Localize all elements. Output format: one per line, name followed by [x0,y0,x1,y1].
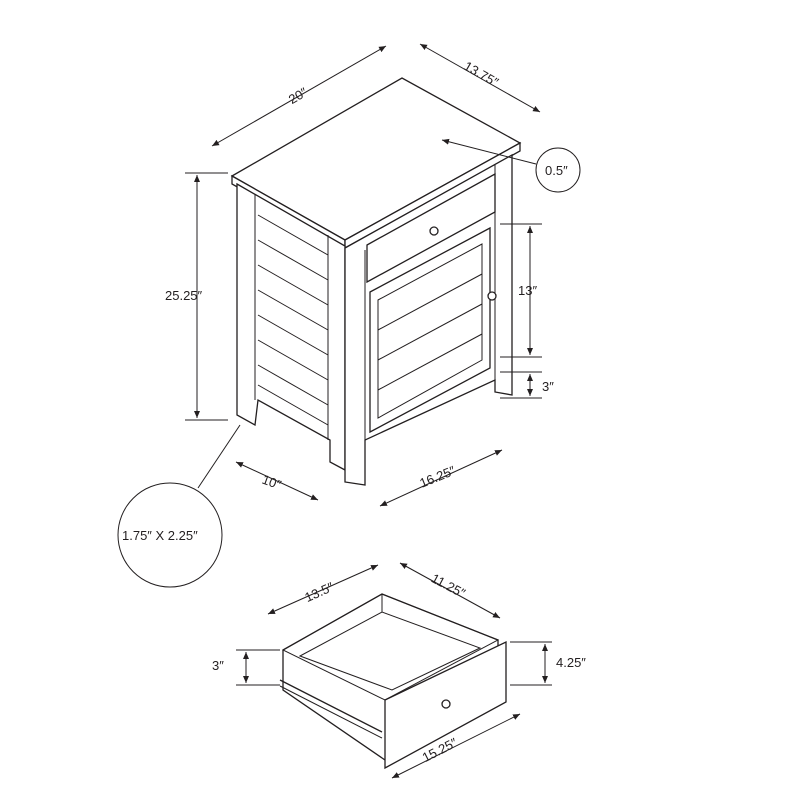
drawer-front-height-label: 4.25″ [556,655,586,670]
top-thickness-label: 0.5″ [545,163,568,178]
cabinet-door [369,226,491,434]
drawer-drawing [279,593,507,770]
drawer-slide [279,679,383,733]
cabinet-drawing [230,77,522,486]
width-label: 20″ [286,84,310,107]
drawer-width-label: 11.25″ [429,570,468,600]
door-slats [377,273,483,391]
leg-detail-circle [117,482,223,588]
drawer-side-height-label: 3″ [212,658,224,673]
door-height-label: 13″ [518,283,537,298]
drawer-box-knob [441,699,451,709]
side-inner-label: 10″ [260,472,283,493]
leg-clearance-label: 3″ [542,379,554,394]
door-knob [487,291,497,301]
drawer-depth-label: 13.5″ [302,579,336,605]
front-inner-label: 16.25″ [417,463,457,491]
height-label: 25.25″ [165,288,203,303]
side-slats [257,214,329,426]
drawer-knob [429,226,439,236]
leg-size-label: 1.75″ X 2.25″ [122,528,198,543]
depth-label: 13.75″ [461,58,501,90]
